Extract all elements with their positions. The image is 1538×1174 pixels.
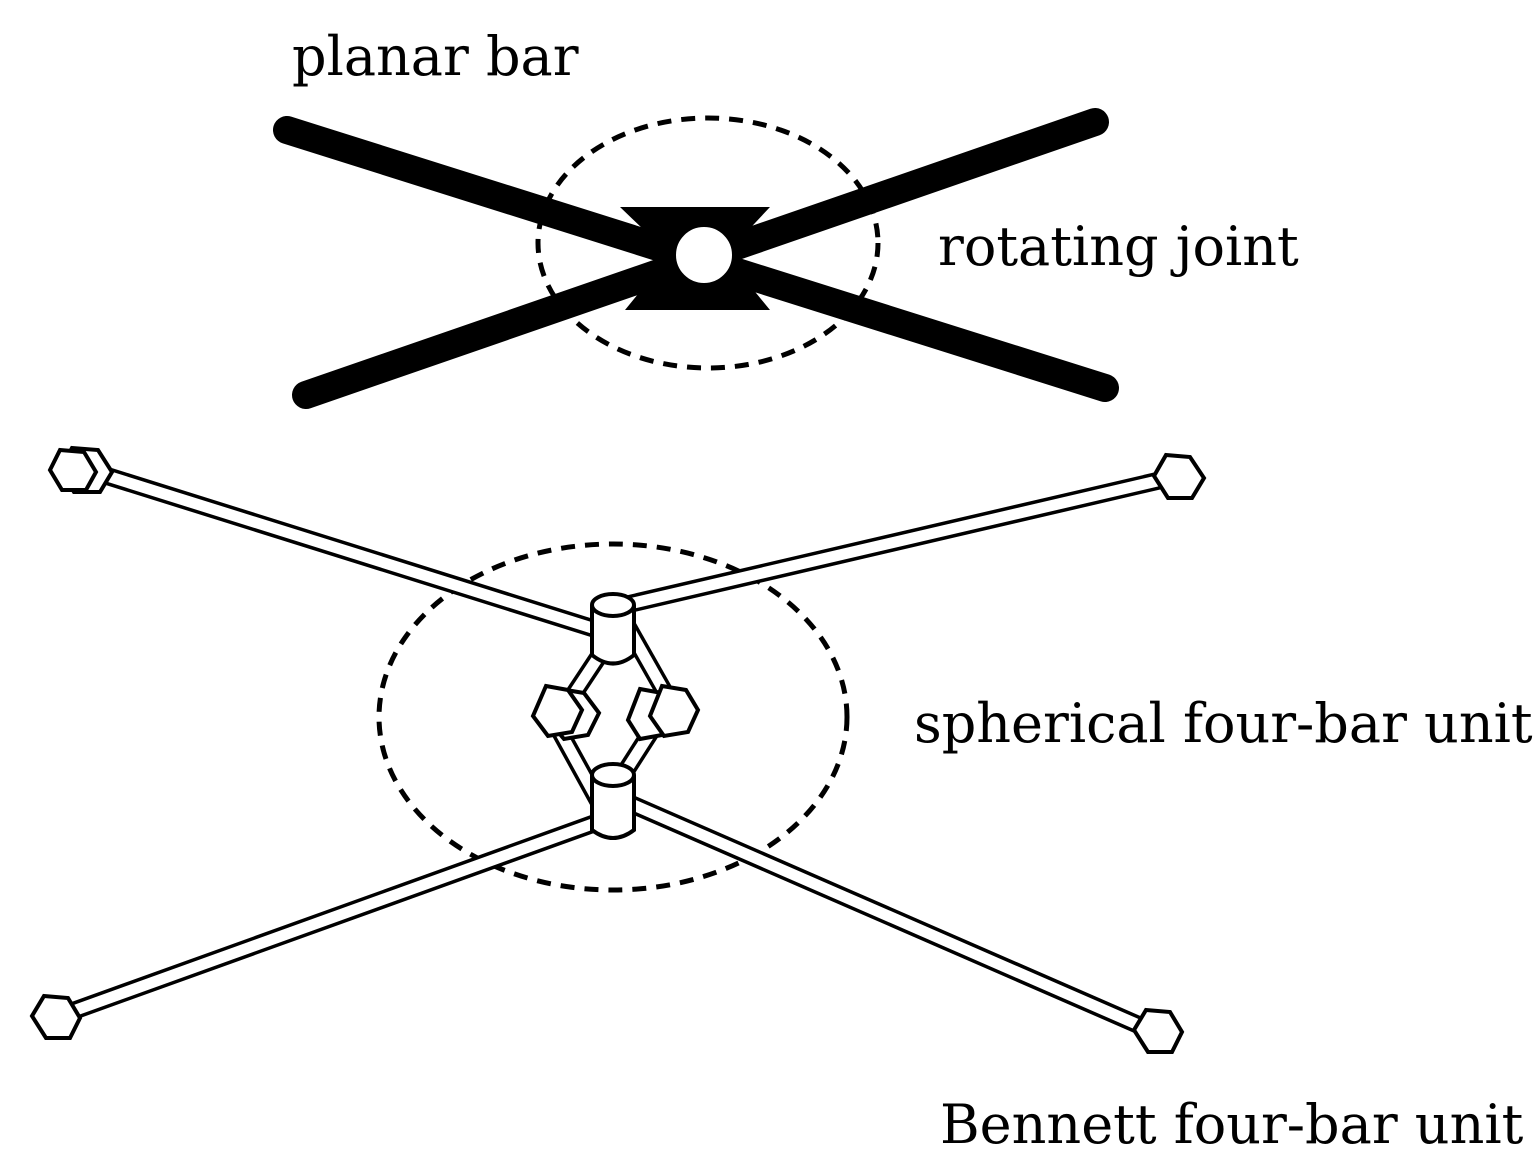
- left-hex-joint: [530, 683, 602, 742]
- planar-bar-label: planar bar: [292, 25, 579, 88]
- bennett-long-bars: [58, 461, 1173, 1039]
- planar-bar-group: [273, 108, 1119, 409]
- right-hex-joint: [625, 683, 701, 742]
- rotating-joint-label: rotating joint: [938, 215, 1299, 278]
- bottom-cylinder-joint: [590, 762, 636, 840]
- top-cylinder-joint: [590, 592, 636, 666]
- end-hex-lower-left: [29, 993, 83, 1040]
- bennett-unit-group: [29, 445, 1207, 1054]
- end-hex-upper-left: [47, 445, 115, 494]
- end-hex-upper-right: [1151, 452, 1207, 500]
- spherical-unit-label: spherical four-bar unit: [914, 692, 1533, 755]
- spherical-highlight-ellipse: [376, 541, 850, 893]
- rotating-joint-icon: [672, 223, 736, 287]
- bennett-unit-label: Bennett four-bar unit: [940, 1093, 1524, 1156]
- end-hex-lower-right: [1131, 1007, 1185, 1054]
- joint-highlight-circle: [535, 115, 881, 371]
